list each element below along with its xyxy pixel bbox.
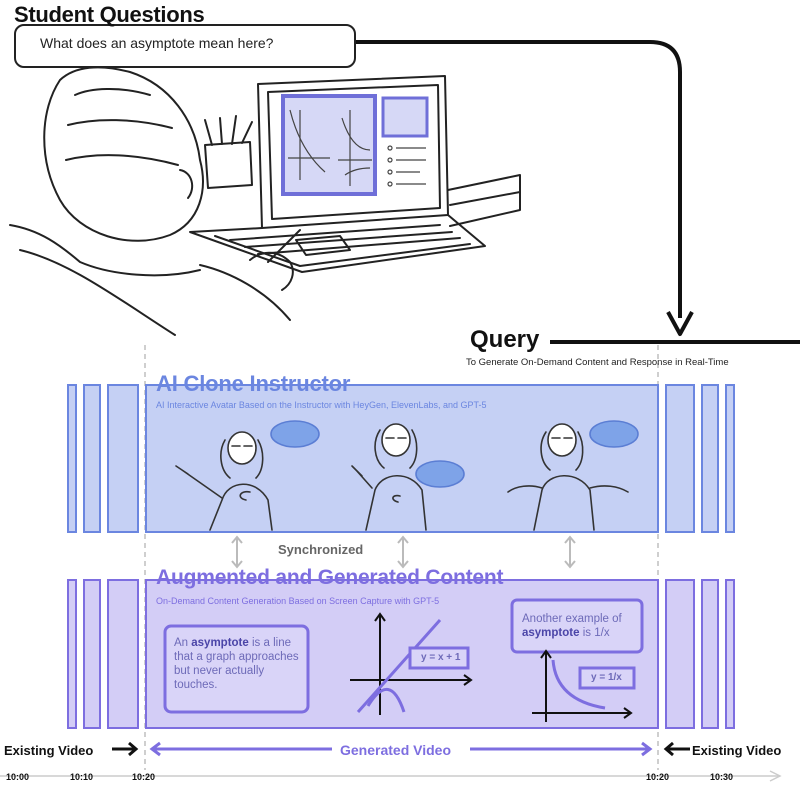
tick-label: 10:10 [70,772,94,782]
flow-arrow-line [352,40,682,318]
synchronized-label: Synchronized [278,542,364,557]
sync-arrows [231,535,576,569]
example-post: is 1/x [579,627,610,639]
screen-instructor-thumb [381,96,429,138]
clone-band-subtitle: AI Interactive Avatar Based on the Instr… [156,400,487,410]
flow-arrow-head [666,311,694,336]
existing-arrows [112,741,690,757]
existing-video-right: Existing Video [692,743,782,758]
clone-band [67,384,735,533]
tick-label: 10:20 [646,772,670,782]
tick-label: 10:20 [132,772,156,782]
definition-card [163,624,310,714]
content-band-subtitle: On-Demand Content Generation Based on Sc… [156,596,440,606]
graph-reciprocal [532,649,633,722]
definition-post: is a line that a graph approaches but ne… [174,637,299,691]
definition-term: asymptote [191,637,249,649]
tick-label: 10:00 [6,772,30,782]
clone-band-title: AI Clone Instructor [156,371,351,396]
student-questions-title: Student Questions [14,2,205,27]
screen-graph-panel [281,94,377,196]
eq2-box [578,666,636,690]
avatar-2 [351,423,465,531]
generated-video-label: Generated Video [340,742,452,758]
content-band-title: Augmented and Generated Content [156,566,504,589]
example-term: asymptote [522,627,580,639]
eq1-box [408,646,470,670]
query-title: Query [470,326,540,353]
graph-linear [350,612,473,715]
eq1-label: y = x + 1 [421,652,461,663]
query-subtitle: To Generate On-Demand Content and Respon… [466,357,729,368]
screen-graph-lines [288,109,426,187]
generated-arrow [149,741,653,757]
definition-pre: An [174,637,192,649]
avatar-3 [507,420,639,531]
example-card [510,598,644,654]
eq2-label: y = 1/x [591,672,622,683]
avatar-1 [175,420,320,531]
question-box [14,24,356,68]
existing-video-left: Existing Video [4,743,94,758]
student-illustration [9,66,521,336]
definition-text: An asymptote is a line that a graph appr… [174,636,304,692]
example-pre: Another example of [522,613,622,625]
timeline-axis-head [769,770,782,782]
student-question-text: What does an asymptote mean here? [40,35,274,51]
tick-label: 10:30 [710,772,734,782]
example-text: Another example of asymptote is 1/x [522,612,642,640]
